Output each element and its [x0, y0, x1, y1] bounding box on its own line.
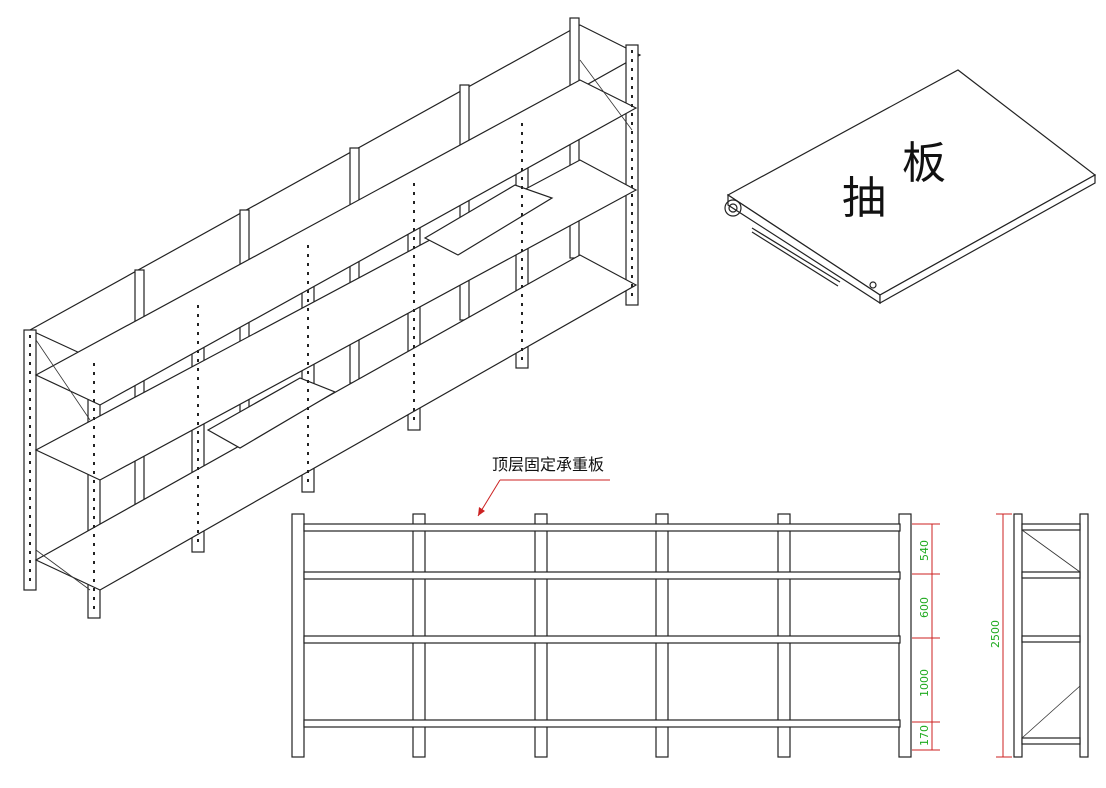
- side-braces: [35, 59, 633, 591]
- drawer-board: 抽 板: [724, 69, 1097, 305]
- dim-2500: 2500: [989, 620, 1002, 648]
- dim-170: 170: [918, 725, 931, 746]
- side-view-dimension: 2500: [989, 513, 1012, 758]
- top-shelf-surface: [28, 24, 642, 361]
- dim-1000: 1000: [918, 669, 931, 697]
- dim-540: 540: [918, 540, 931, 561]
- side-view: 2500: [989, 513, 1089, 758]
- front-view-dimensions: 540 600 1000 170: [912, 523, 940, 751]
- isometric-shelving-unit: [23, 17, 642, 619]
- callout: 顶层固定承重板: [477, 455, 610, 517]
- dim-600: 600: [918, 597, 931, 618]
- pulled-out-drawers: [206, 184, 554, 449]
- upright-perforations: [29, 50, 633, 609]
- drawer-board-label-2: 板: [902, 138, 946, 189]
- front-view: 540 600 1000 170: [291, 513, 940, 758]
- shelf-levels: [34, 79, 638, 591]
- callout-text: 顶层固定承重板: [492, 455, 604, 474]
- drawer-board-label-1: 抽: [842, 173, 886, 224]
- front-view-beams: [303, 523, 901, 728]
